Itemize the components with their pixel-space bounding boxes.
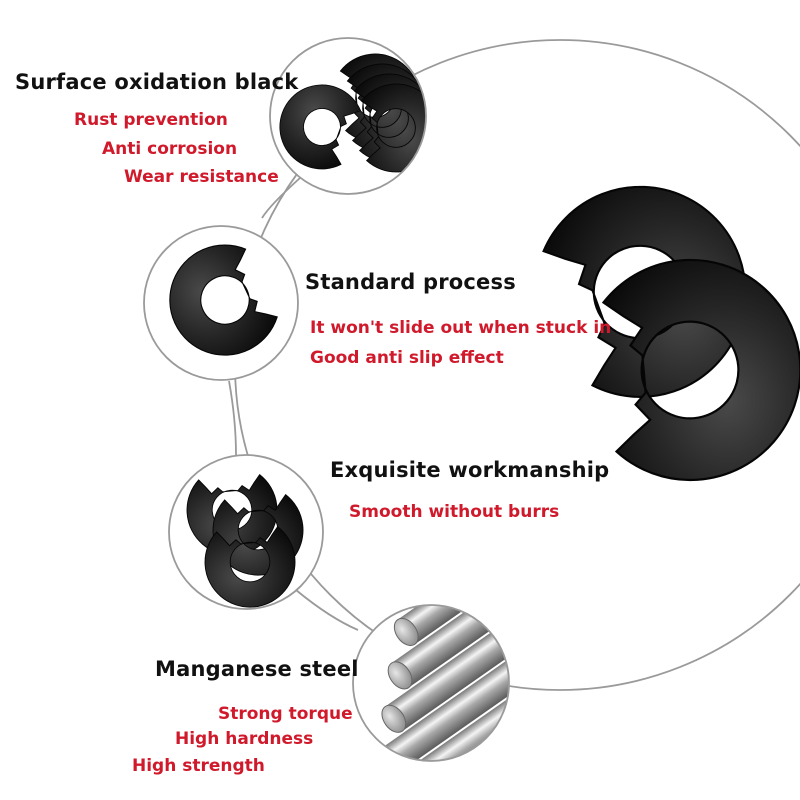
benefit-high-hardness: High hardness xyxy=(175,729,314,749)
single-e-clip-image xyxy=(143,225,299,381)
connector-line xyxy=(228,380,237,456)
connector-line xyxy=(261,177,301,219)
benefit-wear-resistance: Wear resistance xyxy=(124,167,279,187)
benefit-anti-slip: Good anti slip effect xyxy=(310,348,504,368)
benefit-high-strength: High strength xyxy=(132,756,265,776)
stacked-e-clips-image xyxy=(269,37,427,195)
benefit-rust-prevention: Rust prevention xyxy=(74,110,228,130)
benefit-strong-torque: Strong torque xyxy=(218,704,353,724)
benefit-anti-corrosion: Anti corrosion xyxy=(102,139,238,159)
steel-rods-image xyxy=(352,604,510,762)
feature-title-manganese-steel: Manganese steel xyxy=(155,657,359,681)
benefit-no-slide-out: It won't slide out when stuck in xyxy=(310,318,612,338)
feature-title-standard-process: Standard process xyxy=(305,270,516,294)
benefit-smooth-no-burrs: Smooth without burrs xyxy=(349,502,560,522)
three-e-clips-image xyxy=(168,454,324,610)
feature-title-surface-oxidation: Surface oxidation black xyxy=(15,70,299,94)
connector-line xyxy=(295,589,359,631)
feature-title-exquisite-workmanship: Exquisite workmanship xyxy=(330,458,610,482)
